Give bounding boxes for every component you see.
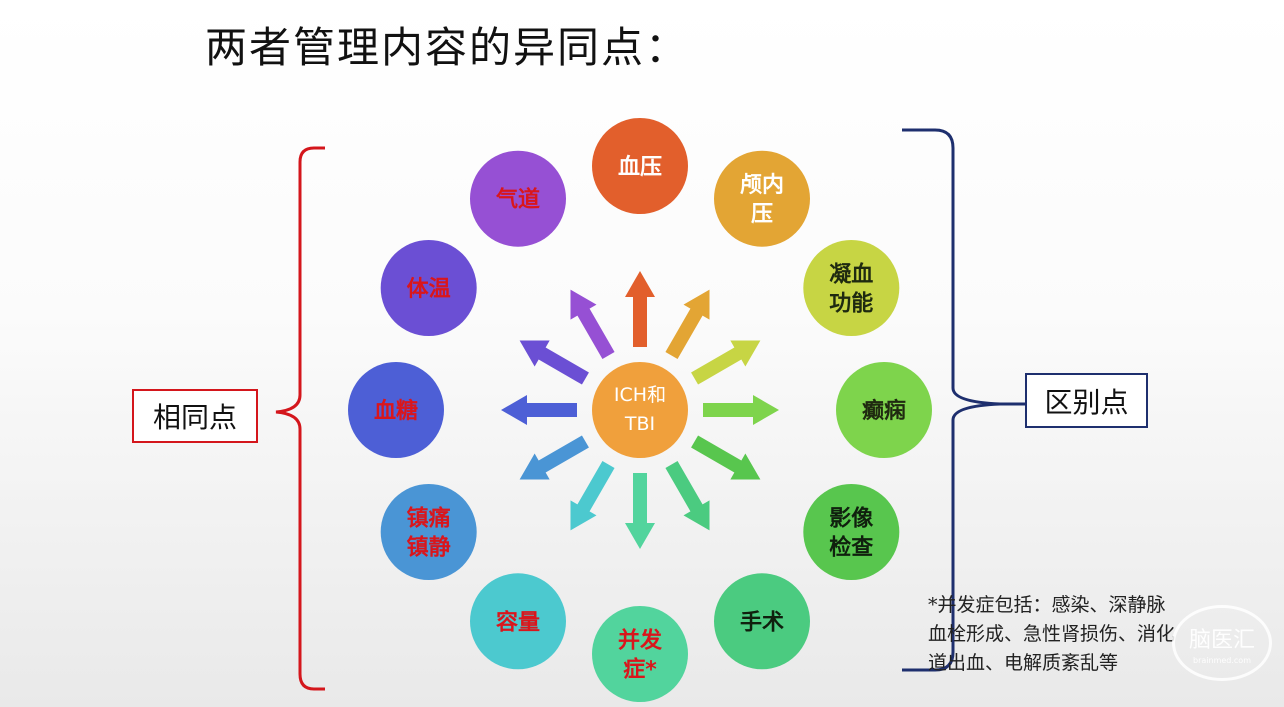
arrow [501,395,577,425]
arrow-shape [625,271,655,347]
footnote-line: 道出血、电解质紊乱等 [928,652,1119,674]
arrow [665,289,710,359]
arrow [691,435,761,480]
arrow [665,461,710,531]
node: 颅内压 [714,150,810,247]
arrow-group [501,271,779,549]
node-label: 压 [751,202,773,227]
node-label: 凝血 [829,262,873,288]
footnote-line: 血栓形成、急性肾损伤、消化 [928,623,1176,645]
node: 血糖 [348,362,444,458]
node: 气道 [470,150,566,247]
arrow [625,271,655,347]
node-circle [592,606,688,702]
node-circle [470,573,566,670]
node-circle [803,484,900,580]
node: 容量 [470,573,566,670]
watermark-text: 脑医汇 [1188,627,1255,653]
arrow [519,435,589,480]
complications-footnote: *并发症包括：感染、深静脉 血栓形成、急性肾损伤、消化 道出血、电解质紊乱等 [928,591,1258,678]
watermark-subtext: brainmed.com [1193,655,1251,665]
footnote-line: *并发症包括：感染、深静脉 [928,594,1166,616]
node-label: 影像 [829,506,874,532]
arrow-shape [665,461,710,531]
node-label: 镇静 [407,535,451,561]
center-label-line2: TBI [624,413,655,435]
arrow-shape [519,435,589,480]
node: 血压 [592,118,688,214]
node-label: 颅内 [740,173,784,198]
node-label: 并发 [618,628,663,654]
node: 体温 [380,240,477,336]
node-label: 体温 [407,277,451,302]
same-bracket [275,146,325,691]
node-label: 功能 [829,291,873,317]
node-circle [380,240,477,336]
arrow [691,340,761,385]
node-label: 血压 [618,154,662,180]
node-circle [836,362,932,458]
node-circle [803,240,900,336]
node-label: 气道 [495,187,540,213]
arrow-shape [691,340,761,385]
arrow [519,340,589,385]
node-label: 容量 [496,609,540,635]
node-circle [470,150,566,247]
same-points-label: 相同点 [132,389,258,443]
node-label: 癫痫 [862,398,906,424]
node-label: 手术 [740,610,784,635]
different-points-label: 区别点 [1025,373,1148,428]
center-node: ICH和 TBI [592,362,688,458]
center-circle [592,362,688,458]
node: 手术 [714,573,810,670]
node-label: 血糖 [374,398,418,424]
node: 并发症* [592,606,688,702]
node-circle [714,150,810,247]
node-circle [592,118,688,214]
slide-title: 两者管理内容的异同点： [205,23,690,72]
arrow-shape [665,289,710,359]
arrow-shape [570,461,615,531]
node-label: 检查 [829,535,873,561]
watermark-logo: 脑医汇 brainmed.com [1172,605,1272,681]
node-label: 症* [623,657,657,683]
arrow-shape [625,473,655,549]
arrow [625,473,655,549]
node-circle [380,484,477,580]
arrow-shape [703,395,779,425]
center-label-line1: ICH和 [614,384,666,406]
node-circle [714,573,810,670]
node-label: 镇痛 [407,506,451,532]
arrow-shape [501,395,577,425]
arrow-shape [519,340,589,385]
arrow-shape [691,435,761,480]
arrow [703,395,779,425]
arrow-shape [570,289,615,359]
arrow [570,461,615,531]
node: 癫痫 [836,362,932,458]
arrow [570,289,615,359]
node-circle [348,362,444,458]
